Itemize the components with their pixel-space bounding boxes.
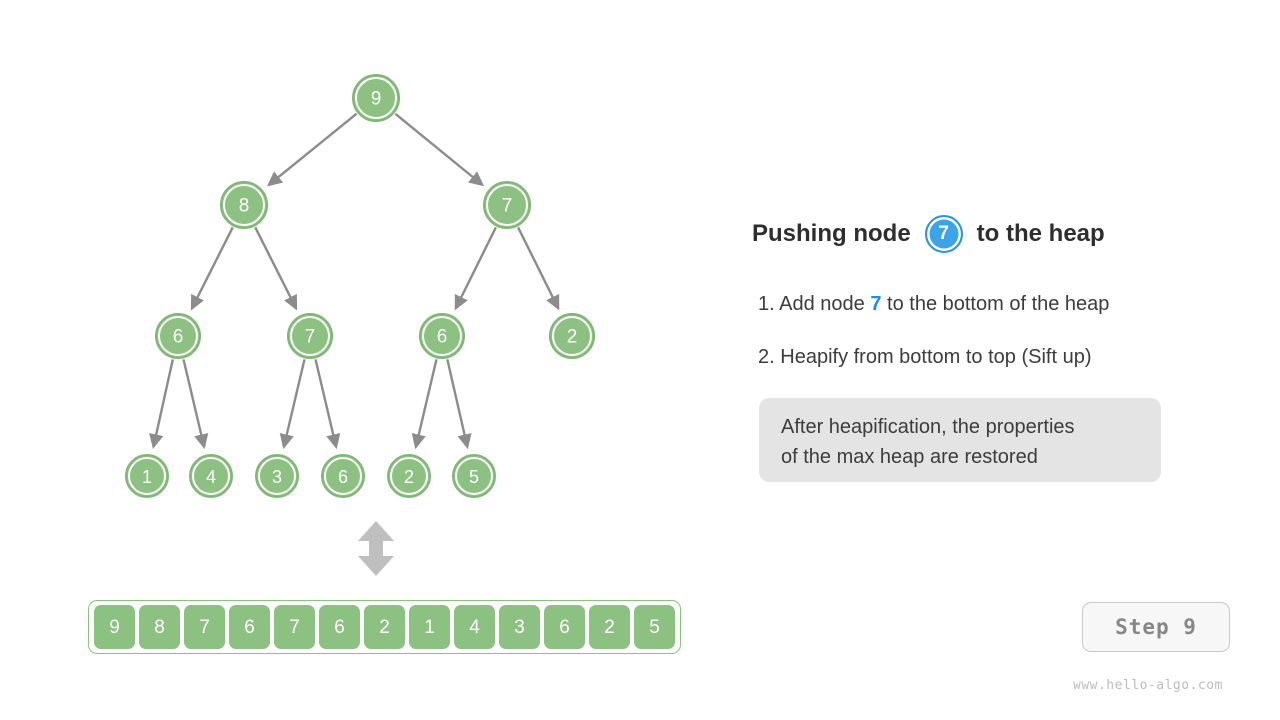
tree-node: 2 (549, 313, 595, 359)
tree-node: 1 (125, 454, 169, 498)
title-prefix: Pushing node (752, 220, 911, 247)
node-inner-ring (324, 457, 362, 495)
node-inner-ring (486, 184, 528, 226)
node-value: 2 (404, 467, 414, 487)
step-1-index: 1. (758, 293, 775, 315)
tree-edge (190, 226, 234, 311)
step-1-after: to the bottom of the heap (887, 293, 1110, 315)
tree-edge (411, 359, 438, 450)
step-2-before: Heapify from bottom to top (Sift up) (780, 346, 1092, 368)
step-1-before: Add node (779, 293, 865, 315)
node-value: 6 (338, 467, 348, 487)
tree-node: 6 (419, 313, 465, 359)
tree-edge (266, 112, 358, 187)
node-inner-ring (192, 457, 230, 495)
array-cell: 8 (139, 605, 180, 649)
tree-node: 3 (255, 454, 299, 498)
array-cell: 6 (229, 605, 270, 649)
array-cell: 5 (634, 605, 675, 649)
note-line-2: of the max heap are restored (781, 446, 1038, 468)
tree-edge (254, 226, 298, 311)
node-value: 5 (469, 467, 479, 487)
node-inner-ring (455, 457, 493, 495)
node-value: 7 (305, 327, 316, 348)
node-value: 8 (239, 196, 250, 217)
node-inner-ring (158, 316, 198, 356)
tree-node: 7 (483, 181, 531, 229)
tree-edge (454, 226, 497, 311)
array-cell: 2 (589, 605, 630, 649)
site-watermark: www.hello-algo.com (1073, 678, 1223, 693)
step-item-2: 2. Heapify from bottom to top (Sift up) (758, 346, 1092, 369)
panel-title: Pushing node 7 to the heap (752, 215, 1105, 253)
node-inner-ring (258, 457, 296, 495)
tree-nodes: 9 8 7 6 7 6 2 1 4 3 6 2 5 (125, 74, 595, 498)
node-value: 6 (437, 327, 448, 348)
node-value: 3 (272, 467, 282, 487)
array-cell: 9 (94, 605, 135, 649)
title-suffix: to the heap (976, 220, 1105, 247)
tree-node: 4 (189, 454, 233, 498)
node-value: 1 (142, 467, 152, 487)
step-1-highlight: 7 (870, 293, 882, 315)
node-value: 2 (567, 327, 578, 348)
node-value: 9 (371, 89, 382, 110)
node-value: 7 (502, 196, 513, 217)
tree-node: 9 (352, 74, 400, 122)
tree-node: 6 (155, 313, 201, 359)
tree-edge (182, 359, 209, 450)
tree-edge (517, 226, 560, 311)
binary-tree-diagram: 9 8 7 6 7 6 2 1 4 3 6 2 5 (125, 74, 595, 498)
tree-edges (149, 112, 560, 450)
double-arrow-vertical-icon (358, 521, 394, 576)
tree-node: 2 (387, 454, 431, 498)
info-note: After heapification, the properties of t… (759, 398, 1161, 482)
tree-edge (149, 359, 174, 450)
tree-edge (394, 112, 485, 187)
node-inner-ring (552, 316, 592, 356)
tree-node: 7 (287, 313, 333, 359)
array-cell: 7 (274, 605, 315, 649)
node-inner-ring (390, 457, 428, 495)
explanation-panel: Pushing node 7 to the heap 1. Add node 7… (752, 0, 1280, 720)
array-cell: 1 (409, 605, 450, 649)
step-item-1: 1. Add node 7 to the bottom of the heap (758, 293, 1109, 316)
tree-edge (279, 359, 306, 450)
node-value: 4 (206, 467, 216, 487)
tree-edge (446, 359, 472, 450)
node-value: 6 (173, 327, 184, 348)
array-cell: 4 (454, 605, 495, 649)
array-cell: 2 (364, 605, 405, 649)
node-inner-ring (128, 457, 166, 495)
highlighted-node-badge: 7 (924, 215, 963, 253)
step-2-index: 2. (758, 346, 775, 368)
tree-node: 6 (321, 454, 365, 498)
tree-node: 8 (220, 181, 268, 229)
node-inner-ring (422, 316, 462, 356)
node-inner-ring (355, 77, 397, 119)
array-cell: 3 (499, 605, 540, 649)
tree-node: 5 (452, 454, 496, 498)
array-cell: 6 (544, 605, 585, 649)
step-counter-badge: Step 9 (1082, 602, 1230, 652)
node-inner-ring (223, 184, 265, 226)
tree-edge (314, 359, 341, 450)
note-line-1: After heapification, the properties (781, 416, 1075, 438)
array-cell: 7 (184, 605, 225, 649)
array-cell: 6 (319, 605, 360, 649)
node-inner-ring (290, 316, 330, 356)
